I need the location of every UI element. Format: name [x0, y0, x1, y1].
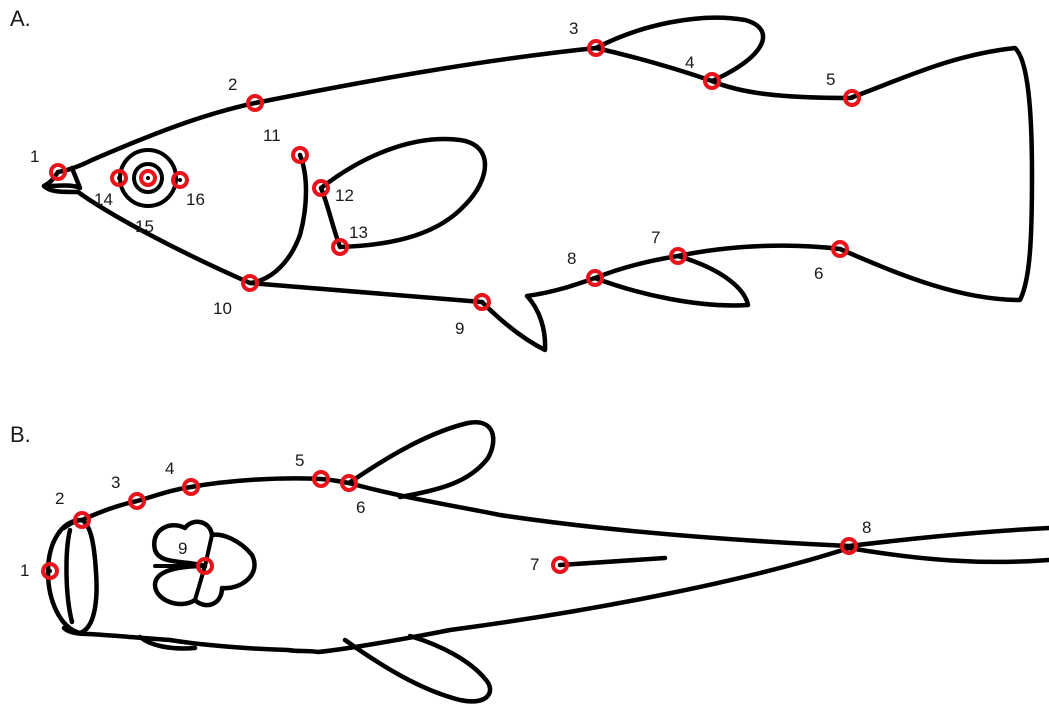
landmark-b-2-label: 2	[55, 489, 64, 508]
landmark-a-4-label: 4	[685, 53, 694, 72]
landmark-b-6-label: 6	[356, 498, 365, 517]
landmark-b-4-label: 4	[165, 459, 174, 478]
panel-a-fish-outline	[44, 18, 1032, 350]
panel-a-label: A.	[10, 6, 31, 31]
snout-inner-line	[66, 530, 72, 622]
landmark-a-8-label: 8	[567, 249, 576, 268]
operculum-line	[250, 155, 306, 283]
landmark-b-7-label: 7	[530, 555, 539, 574]
landmark-b-7: 7	[530, 555, 567, 574]
landmark-a-10-label: 10	[213, 299, 232, 318]
landmark-b-8-label: 8	[862, 518, 871, 537]
landmark-a-5-label: 5	[826, 70, 835, 89]
landmark-a-13: 13	[333, 223, 368, 254]
landmark-b-1: 1	[20, 561, 57, 580]
landmark-a-7-label: 7	[651, 228, 660, 247]
landmark-b-9-label: 9	[178, 539, 187, 558]
panel-b-label: B.	[10, 422, 31, 447]
landmark-a-12: 12	[314, 181, 354, 205]
lateral-line-7	[560, 558, 665, 565]
panel-a: A. 1 2 3 4	[10, 6, 1032, 350]
landmark-a-10: 10	[213, 276, 257, 318]
landmark-a-9-label: 9	[455, 319, 464, 338]
anal-fin	[595, 256, 748, 305]
landmark-a-13-label: 13	[349, 223, 368, 242]
panel-b: B. 1 2 3	[10, 422, 1049, 701]
landmark-b-1-label: 1	[20, 561, 29, 580]
landmark-a-6-label: 6	[814, 264, 823, 283]
landmark-b-5-label: 5	[295, 451, 304, 470]
landmark-a-2-label: 2	[228, 75, 237, 94]
landmark-a-16-label: 16	[186, 190, 205, 209]
landmark-a-14-label: 14	[94, 190, 113, 209]
landmark-a-1: 1	[30, 147, 65, 179]
landmark-a-15-label: 15	[135, 217, 154, 236]
landmark-a-3-label: 3	[569, 19, 578, 38]
panel-b-landmarks: 1 2 3 4 5 6 7 8 9	[20, 451, 871, 580]
landmark-a-11-label: 11	[263, 126, 281, 145]
landmark-b-3-label: 3	[111, 473, 120, 492]
pectoral-fin-upper	[349, 422, 493, 497]
landmark-a-1-label: 1	[30, 147, 39, 166]
landmark-a-12-label: 12	[335, 186, 354, 205]
landmark-a-11: 11	[263, 126, 307, 162]
